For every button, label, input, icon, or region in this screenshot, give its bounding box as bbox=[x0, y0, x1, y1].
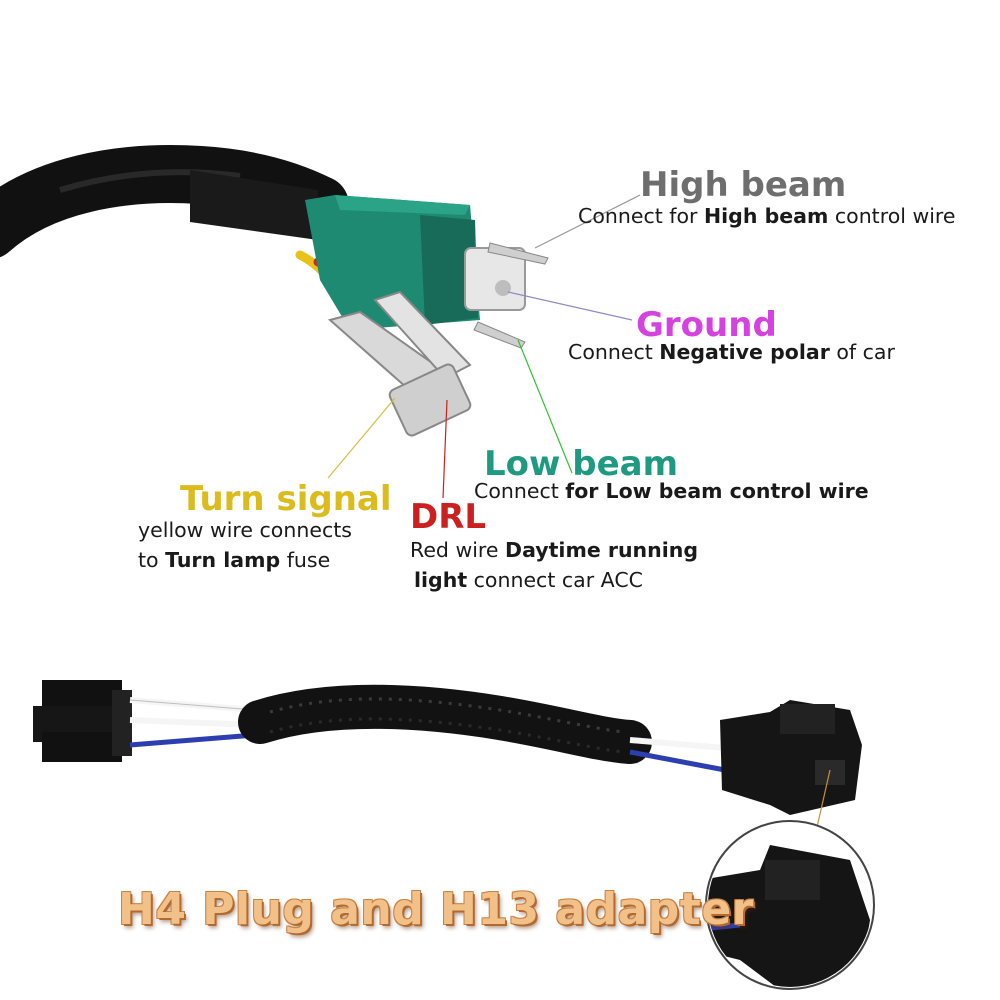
drl-line2: light connect car ACC bbox=[410, 566, 698, 596]
high-beam-desc-tail: control wire bbox=[828, 204, 956, 228]
turn-signal-leader bbox=[327, 397, 396, 479]
drl-line1-text: Red wire bbox=[410, 538, 506, 562]
corrugated-loom bbox=[238, 684, 652, 764]
ground-label: Ground bbox=[636, 308, 777, 342]
ground-description: Connect Negative polar of car bbox=[568, 338, 895, 368]
drl-title: DRL bbox=[410, 497, 487, 537]
high-beam-desc-text: Connect for bbox=[578, 204, 704, 228]
low-beam-desc-bold: for Low beam control wire bbox=[565, 479, 869, 503]
drl-label: DRL bbox=[410, 500, 486, 534]
high-beam-desc-bold: High beam bbox=[703, 204, 829, 228]
ground-desc-tail: of car bbox=[829, 340, 895, 364]
ground-desc-text: Connect bbox=[568, 340, 660, 364]
drl-line1: Red wire Daytime running bbox=[410, 536, 698, 566]
spade-terminals bbox=[327, 290, 472, 437]
turn-signal-description: yellow wire connects to Turn lamp fuse bbox=[138, 516, 352, 575]
high-beam-title: High beam bbox=[640, 165, 847, 205]
high-beam-description: Connect for High beam control wire bbox=[578, 202, 956, 232]
low-beam-desc-text: Connect bbox=[474, 479, 566, 503]
low-beam-title: Low beam bbox=[484, 444, 679, 484]
low-beam-leader bbox=[517, 339, 573, 474]
left-h4-socket bbox=[33, 680, 132, 762]
cable-sleeve bbox=[190, 170, 318, 240]
high-beam-label: High beam bbox=[640, 168, 846, 202]
h4-plug-assembly bbox=[0, 145, 549, 437]
low-beam-description: Connect for Low beam control wire bbox=[474, 477, 869, 507]
turn-signal-line2-tail: fuse bbox=[280, 547, 331, 572]
ground-title: Ground bbox=[636, 305, 777, 345]
drl-line2-bold: light bbox=[414, 567, 468, 592]
low-beam-pin bbox=[473, 321, 526, 349]
drl-line2-tail: connect car ACC bbox=[467, 567, 643, 592]
product-caption: H4 Plug and H13 adapter bbox=[118, 884, 754, 935]
high-beam-pin bbox=[487, 242, 549, 265]
drl-line1-bold: Daytime running bbox=[505, 538, 699, 562]
turn-signal-line2-bold: Turn lamp bbox=[165, 547, 281, 572]
right-h13-plug bbox=[720, 700, 862, 815]
ground-leader bbox=[507, 291, 633, 321]
turn-signal-line2-text: to bbox=[138, 547, 166, 572]
adapter-blue-wire-left bbox=[129, 732, 256, 748]
drl-leader bbox=[442, 399, 448, 499]
drl-description: Red wire Daytime running light connect c… bbox=[410, 536, 698, 595]
high-beam-leader bbox=[534, 194, 641, 249]
ground-desc-bold: Negative polar bbox=[659, 340, 830, 364]
adapter-blue-wire-right bbox=[629, 749, 726, 773]
low-beam-label: Low beam bbox=[484, 447, 678, 481]
h13-adapter-assembly bbox=[33, 680, 875, 990]
turn-signal-title: Turn signal bbox=[180, 479, 392, 519]
green-h4-connector bbox=[305, 195, 526, 330]
turn-signal-line1: yellow wire connects bbox=[138, 518, 352, 542]
h13-zoom-inset bbox=[705, 820, 875, 990]
turn-signal-line2: to Turn lamp fuse bbox=[138, 546, 352, 576]
turn-signal-label: Turn signal bbox=[180, 482, 392, 516]
